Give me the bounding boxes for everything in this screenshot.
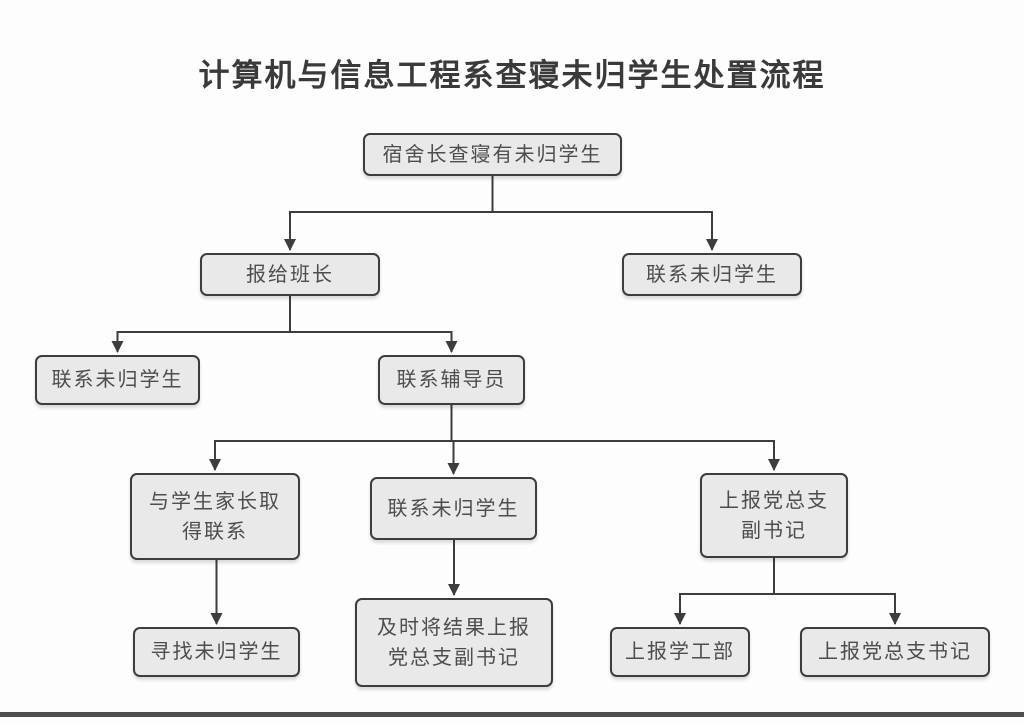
flow-node-report-results: 及时将结果上报 党总支副书记 xyxy=(355,598,553,687)
flow-node-contact-counselor: 联系辅导员 xyxy=(378,355,525,405)
flow-edge-from-contact-counselor xyxy=(209,405,780,475)
flow-edge-from-report-monitor xyxy=(111,296,458,353)
flow-node-contact-student-3: 联系未归学生 xyxy=(370,477,537,540)
flow-edge-from-check xyxy=(284,176,718,251)
flow-node-report-monitor: 报给班长 xyxy=(200,253,380,296)
flow-node-contact-student-1: 联系未归学生 xyxy=(622,253,802,296)
flow-node-report-deputy: 上报党总支 副书记 xyxy=(700,473,848,558)
flow-node-report-secretary: 上报党总支书记 xyxy=(800,627,990,677)
flow-node-search-student: 寻找未归学生 xyxy=(133,627,300,677)
flow-node-report-student-affairs: 上报学工部 xyxy=(610,627,750,677)
flow-edge-from-report-deputy xyxy=(674,558,901,625)
flow-node-check: 宿舍长查寝有未归学生 xyxy=(363,133,622,176)
bottom-divider xyxy=(0,712,1024,717)
page-title: 计算机与信息工程系查寝未归学生处置流程 xyxy=(198,58,826,93)
flow-node-contact-parents: 与学生家长取 得联系 xyxy=(130,473,300,560)
flow-node-contact-student-2: 联系未归学生 xyxy=(35,355,200,405)
